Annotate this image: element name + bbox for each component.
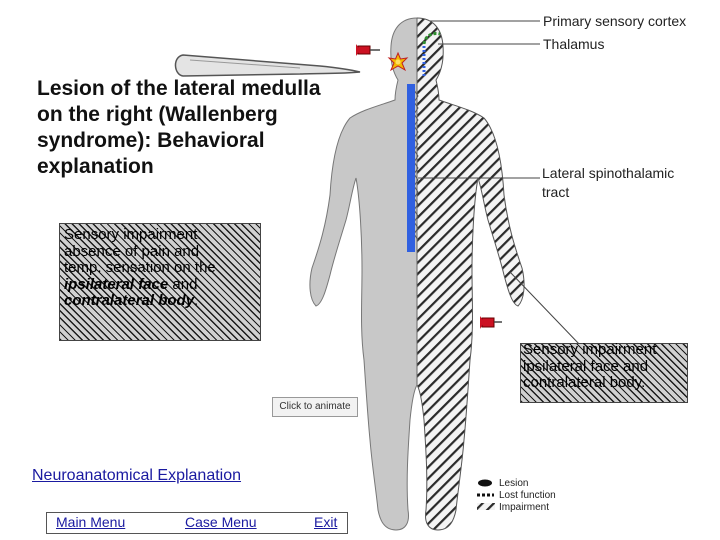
legend-lesion-label: Lesion (499, 478, 529, 489)
case-menu-link[interactable]: Case Menu (185, 514, 257, 530)
thalamus-label: Thalamus (543, 36, 605, 52)
ipsilateral-face-text: ipsilateral face (64, 275, 169, 293)
right-box-line1: Sensory impairment (523, 341, 657, 358)
right-impairment-box (520, 343, 688, 403)
right-impairment-text: Sensory impairment ipsilateral face and … (523, 341, 693, 392)
exit-link[interactable]: Exit (314, 514, 338, 530)
tract-label-line1: Lateral spinothalamic (542, 165, 675, 181)
period-text: . (194, 292, 199, 309)
and-text: and (168, 275, 198, 293)
spinothalamic-tract-label: Lateral spinothalamic tract (542, 164, 674, 202)
pin-face-icon (356, 44, 380, 56)
left-box-line2: absence of pain and (64, 242, 200, 260)
lesion-star-icon (387, 51, 409, 72)
needle-icon (174, 54, 361, 77)
left-box-line3: temp. sensation on the (64, 259, 216, 276)
contralateral-body-text: contralateral body (64, 292, 195, 309)
primary-sensory-cortex-label: Primary sensory cortex (543, 13, 687, 29)
left-box-line5: contralateral body. (64, 292, 259, 310)
legend-impairment-icon (477, 503, 495, 510)
right-box-line2: ipsilateral face and (523, 357, 649, 375)
left-box-line1: Sensory impairment: (64, 226, 202, 243)
spinothalamic-tract-bar (407, 84, 415, 252)
right-box-line3: contralateral body. (523, 374, 646, 391)
left-impairment-text: Sensory impairment: absence of pain and … (64, 226, 259, 310)
neuroanatomical-explanation-link[interactable]: Neuroanatomical Explanation (32, 467, 242, 484)
main-menu-link[interactable]: Main Menu (56, 514, 126, 530)
click-to-animate-button[interactable]: Click to animate (272, 397, 358, 417)
left-impairment-box (59, 223, 261, 341)
left-box-line4: ipsilateral face and (64, 275, 259, 294)
pin-hand-icon (480, 316, 502, 329)
page-title: Lesion of the lateral medulla on the rig… (37, 77, 321, 178)
nav-bar (46, 512, 348, 534)
legend-lesion-icon (478, 479, 492, 487)
thalamus-arc (422, 32, 441, 45)
legend-impairment-label: Impairment (499, 502, 550, 513)
leader-right-box (509, 271, 581, 346)
tract-label-line2: tract (542, 184, 570, 200)
legend-lost-function-label: Lost function (499, 490, 556, 501)
